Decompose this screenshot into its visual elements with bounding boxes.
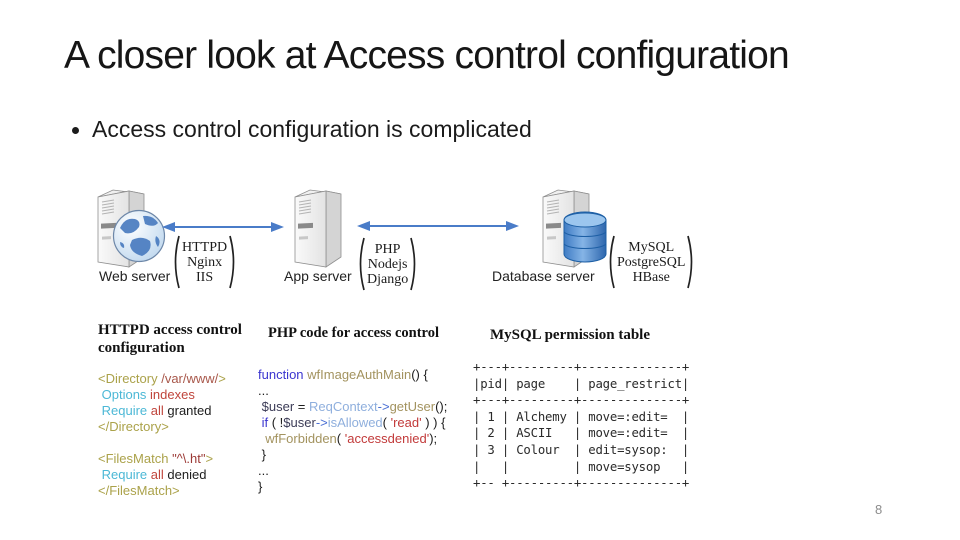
bullet-icon bbox=[72, 127, 79, 134]
app-db-arrow bbox=[357, 221, 519, 231]
app-server-label: App server bbox=[284, 268, 352, 284]
slide-page-number: 8 bbox=[875, 502, 883, 517]
app-server-stack: PHP Nodejs Django bbox=[356, 236, 419, 292]
bullet-text: Access control configuration is complica… bbox=[92, 116, 532, 142]
php-access-code: function wfImageAuthMain() {... $user = … bbox=[258, 367, 448, 494]
stack-item: MySQL bbox=[628, 239, 675, 255]
bullet-item: Access control configuration is complica… bbox=[72, 116, 532, 143]
globe-icon bbox=[112, 209, 166, 263]
left-paren-icon bbox=[609, 235, 615, 289]
server-tower-icon bbox=[294, 189, 342, 268]
php-panel-title: PHP code for access control bbox=[268, 325, 440, 341]
right-paren-icon bbox=[410, 237, 416, 291]
right-paren-icon bbox=[687, 235, 693, 289]
stack-item: PHP bbox=[374, 241, 401, 257]
httpd-panel-title: HTTPD access control configuration bbox=[98, 322, 242, 356]
web-app-arrow bbox=[162, 222, 284, 232]
database-server-label: Database server bbox=[492, 268, 595, 284]
stack-item: PostgreSQL bbox=[617, 254, 686, 270]
stack-item: HBase bbox=[632, 269, 670, 285]
database-server-stack: MySQL PostgreSQL HBase bbox=[606, 234, 696, 290]
stack-item: Nginx bbox=[187, 254, 223, 270]
web-server-stack: HTTPD Nginx IIS bbox=[171, 234, 238, 290]
mysql-panel-title: MySQL permission table bbox=[490, 327, 651, 343]
left-paren-icon bbox=[174, 235, 180, 289]
stack-item: HTTPD bbox=[182, 239, 228, 255]
stack-item: IIS bbox=[196, 269, 214, 285]
right-paren-icon bbox=[229, 235, 235, 289]
left-paren-icon bbox=[359, 237, 365, 291]
page-title: A closer look at Access control configur… bbox=[64, 34, 790, 77]
httpd-config-code: <Directory /var/www/> Options indexes Re… bbox=[98, 371, 226, 498]
mysql-permission-table: +---+---------+--------------+|pid| page… bbox=[473, 360, 690, 491]
database-icon bbox=[563, 211, 607, 263]
stack-item: Nodejs bbox=[367, 256, 408, 272]
web-server-label: Web server bbox=[99, 268, 171, 284]
stack-item: Django bbox=[367, 271, 409, 287]
